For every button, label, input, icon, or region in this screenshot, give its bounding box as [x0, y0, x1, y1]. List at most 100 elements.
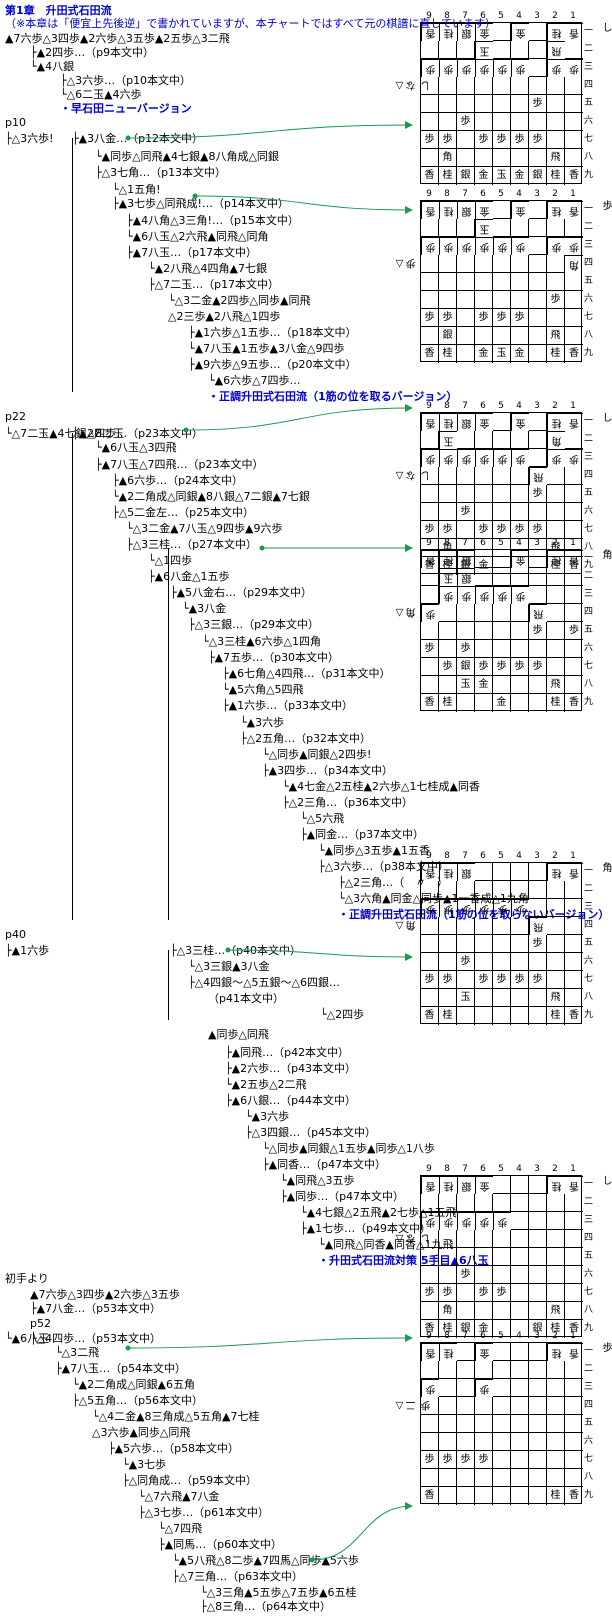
board-square — [457, 1343, 475, 1361]
board-square — [439, 1469, 457, 1487]
move-line: └▲同飛△3五歩 — [280, 1174, 355, 1187]
column-label: 8 — [444, 1164, 450, 1174]
move-line: ├▲7五歩…（p30本文中） — [208, 651, 340, 664]
board-square — [565, 586, 583, 604]
move-line: ├△3三銀…（p29本文中） — [188, 618, 320, 631]
board-square — [547, 1397, 565, 1415]
column-label: 3 — [534, 189, 540, 199]
board-square — [529, 431, 547, 449]
move-line: └▲7八玉▲1五歩▲3八金△9四歩 — [188, 342, 345, 355]
board-square — [547, 309, 565, 327]
board-piece: 桂 — [547, 1487, 565, 1505]
column-label: 2 — [552, 11, 558, 21]
board-square — [421, 586, 439, 604]
row-label: 四 — [584, 470, 594, 480]
board-square — [547, 971, 565, 989]
board-square — [547, 1433, 565, 1451]
board-piece: 歩 — [457, 1266, 475, 1284]
column-label: 4 — [516, 1331, 522, 1341]
board-piece: 歩 — [439, 971, 457, 989]
board-square — [529, 1343, 547, 1361]
board-square — [439, 917, 457, 935]
board-square — [439, 1361, 457, 1379]
move-line: └△3二金▲2四歩△同歩▲同飛 — [168, 294, 311, 307]
board-square — [529, 41, 547, 59]
board-square — [475, 622, 493, 640]
row-label: 九 — [584, 1323, 594, 1333]
board-piece: 金 — [475, 345, 493, 363]
row-label: 六 — [584, 1269, 594, 1279]
board-square — [421, 149, 439, 167]
board-square — [493, 676, 511, 694]
board-square — [547, 1248, 565, 1266]
board-square — [493, 201, 511, 219]
board-square — [439, 113, 457, 131]
board-piece: 銀 — [529, 1320, 547, 1338]
move-line: ├▲1六歩…（p33本文中） — [222, 699, 354, 712]
board-square — [493, 1433, 511, 1451]
board-square — [547, 1266, 565, 1284]
board-square — [475, 431, 493, 449]
board-square — [511, 881, 529, 899]
board-square — [457, 917, 475, 935]
board-square — [493, 1415, 511, 1433]
board-piece: 歩 — [457, 503, 475, 521]
column-label: 2 — [552, 538, 558, 548]
board-piece: 飛 — [547, 539, 565, 557]
board-square — [511, 935, 529, 953]
board-square — [457, 1194, 475, 1212]
board-square — [547, 485, 565, 503]
board-square — [493, 640, 511, 658]
board-square — [529, 149, 547, 167]
board-piece: 歩 — [529, 971, 547, 989]
board-square — [529, 309, 547, 327]
board-square — [511, 95, 529, 113]
board-piece: 桂 — [439, 557, 457, 575]
board-square — [421, 676, 439, 694]
board-piece: 角 — [439, 149, 457, 167]
move-line: p22 — [5, 410, 26, 423]
row-label: 三 — [584, 902, 594, 912]
board-square — [457, 41, 475, 59]
column-label: 4 — [516, 189, 522, 199]
board-square — [493, 327, 511, 345]
board-square — [547, 899, 565, 917]
board-piece: 歩 — [421, 131, 439, 149]
board-square — [421, 485, 439, 503]
move-line: ├▲9六歩△9五歩…（p20本文中） — [188, 358, 357, 371]
board-square — [457, 1433, 475, 1451]
row-label: 四 — [584, 920, 594, 930]
row-label: 二 — [584, 1197, 594, 1207]
row-label: 二 — [584, 434, 594, 444]
board-square — [547, 1194, 565, 1212]
board-piece: 歩 — [565, 622, 583, 640]
board-piece: 歩 — [493, 658, 511, 676]
board-square — [493, 1007, 511, 1025]
row-label: 六 — [584, 956, 594, 966]
board-square — [565, 1397, 583, 1415]
board-square — [439, 255, 457, 273]
board-square — [475, 327, 493, 345]
column-label: 8 — [444, 11, 450, 21]
board-square — [565, 219, 583, 237]
board-square — [439, 989, 457, 1007]
board-square — [457, 935, 475, 953]
row-label: 一 — [584, 416, 594, 426]
move-line: └▲同飛△同香▲同香△1九飛 — [318, 1238, 454, 1251]
board-square — [547, 255, 565, 273]
board-square — [511, 77, 529, 95]
board-square — [439, 291, 457, 309]
board-piece: 歩 — [511, 309, 529, 327]
sente-hand: ▲なし — [600, 412, 611, 422]
board-piece: 金 — [511, 345, 529, 363]
board-square — [493, 1266, 511, 1284]
board-square — [457, 1007, 475, 1025]
board-square — [565, 881, 583, 899]
board-square — [493, 622, 511, 640]
row-label: 四 — [584, 1233, 594, 1243]
row-label: 九 — [584, 348, 594, 358]
board-square — [511, 1248, 529, 1266]
board-square — [493, 550, 511, 568]
board-piece: 歩 — [493, 309, 511, 327]
move-line: └△7二玉▲4七銀△8二玉 — [5, 427, 124, 440]
